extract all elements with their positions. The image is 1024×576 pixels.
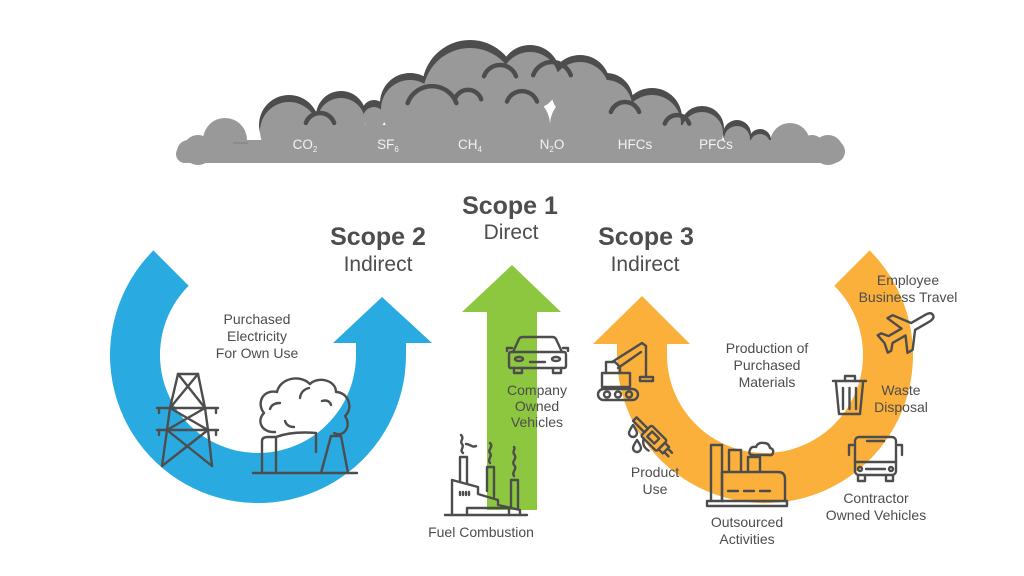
gas-formula: SF <box>377 137 395 152</box>
gas-label-hfcs: HFCs <box>618 137 653 153</box>
label-line: Owned Vehicles <box>825 507 927 523</box>
bus-icon <box>847 435 904 483</box>
label-production-of-purchased-materials: Production of Purchased Materials <box>726 340 809 391</box>
emissions-cloud <box>176 40 845 165</box>
label-line: Materials <box>738 374 796 390</box>
gas-formula: N <box>539 137 550 152</box>
fuel-nozzle-icon <box>627 416 674 458</box>
cloud-puff <box>580 80 632 132</box>
cloud-puff <box>501 52 559 110</box>
label-contractor-owned-vehicles: Contractor Owned Vehicles <box>826 490 926 524</box>
power-plant-icon <box>251 377 359 475</box>
label-line: Outsourced <box>710 514 784 530</box>
cloud-puff <box>423 48 517 142</box>
label-line: Activities <box>719 531 775 547</box>
gas-formula-tail: O <box>553 137 565 152</box>
scope3-subtitle: Indirect <box>610 253 680 276</box>
gas-formula: HFCs <box>617 137 653 152</box>
label-fuel-combustion: Fuel Combustion <box>428 524 534 541</box>
factory-smoke-icon <box>443 433 529 517</box>
cloud-puff <box>317 98 365 146</box>
cloud-crescent <box>662 112 692 126</box>
transmission-tower-icon <box>155 372 220 468</box>
label-line: Company <box>507 382 567 398</box>
cloud-puff <box>750 134 770 154</box>
cloud-puff <box>724 126 750 152</box>
scope2-circular-arrow <box>110 250 433 504</box>
label-line: Employee <box>876 272 940 288</box>
label-line: Vehicles <box>510 414 564 430</box>
scope2-title: Scope 2 <box>330 223 426 251</box>
label-waste-disposal: Waste Disposal <box>874 382 928 416</box>
scope1-straight-arrow <box>462 265 561 510</box>
label-line: For Own Use <box>215 345 299 361</box>
label-line: Electricity <box>227 328 287 344</box>
label-product-use: Product Use <box>631 464 679 498</box>
gas-label-co2: CO2 <box>292 137 318 154</box>
gas-formula: CO <box>292 137 313 152</box>
gas-subscript: 2 <box>312 145 318 154</box>
cloud-crescent <box>405 83 459 106</box>
scope3-circular-arrow <box>593 250 913 504</box>
cloud-crescent <box>481 62 519 79</box>
scope1-title: Scope 1 <box>462 192 558 220</box>
cloud-body <box>260 48 770 160</box>
gas-label-pfcs: PFCs <box>699 137 733 153</box>
label-purchased-electricity: Purchased Electricity For Own Use <box>216 311 298 362</box>
cloud-crescent <box>504 88 540 104</box>
scope1-subtitle: Direct <box>483 221 539 244</box>
label-company-owned-vehicles: Company Owned Vehicles <box>507 382 567 430</box>
label-line: Contractor <box>843 490 909 506</box>
gas-formula: CH <box>458 137 478 152</box>
cloud-puff <box>260 102 318 160</box>
scope2-subtitle: Indirect <box>343 253 413 276</box>
factory-icon <box>705 441 789 508</box>
cloud-puff <box>681 112 723 154</box>
gas-subscript: 2 <box>549 145 554 154</box>
label-line: Production of <box>725 340 809 356</box>
cloud-crescent <box>608 99 642 115</box>
label-line: Disposal <box>874 399 928 415</box>
gas-formula: PFCs <box>699 137 733 152</box>
label-outsourced-activities: Outsourced Activities <box>711 514 783 548</box>
cloud-puff <box>363 107 385 129</box>
label-line: Owned <box>514 398 560 414</box>
label-employee-business-travel: Employee Business Travel <box>859 272 958 306</box>
cloud-crescent <box>303 110 337 126</box>
label-line: Business Travel <box>858 289 958 305</box>
scope3-title: Scope 3 <box>598 223 694 251</box>
cloud-crescent <box>530 59 574 78</box>
airplane-icon <box>876 312 935 355</box>
gas-subscript: 4 <box>477 145 482 154</box>
excavator-icon <box>596 341 655 402</box>
trash-can-icon <box>831 374 868 416</box>
car-icon <box>505 335 570 375</box>
gas-label-ch4: CH4 <box>458 137 482 154</box>
label-line: Purchased <box>733 357 801 373</box>
label-line: Purchased <box>223 311 291 327</box>
cloud-crescent <box>452 87 484 102</box>
cloud-crescents <box>303 59 692 126</box>
label-line: Use <box>642 481 668 497</box>
gas-subscript: 6 <box>394 145 399 154</box>
gas-label-sf6: SF6 <box>377 137 399 154</box>
label-line: Waste <box>881 382 921 398</box>
label-line: Product <box>630 464 680 480</box>
gas-label-n2o: N2O <box>539 137 565 154</box>
label-line: Fuel Combustion <box>428 524 534 540</box>
